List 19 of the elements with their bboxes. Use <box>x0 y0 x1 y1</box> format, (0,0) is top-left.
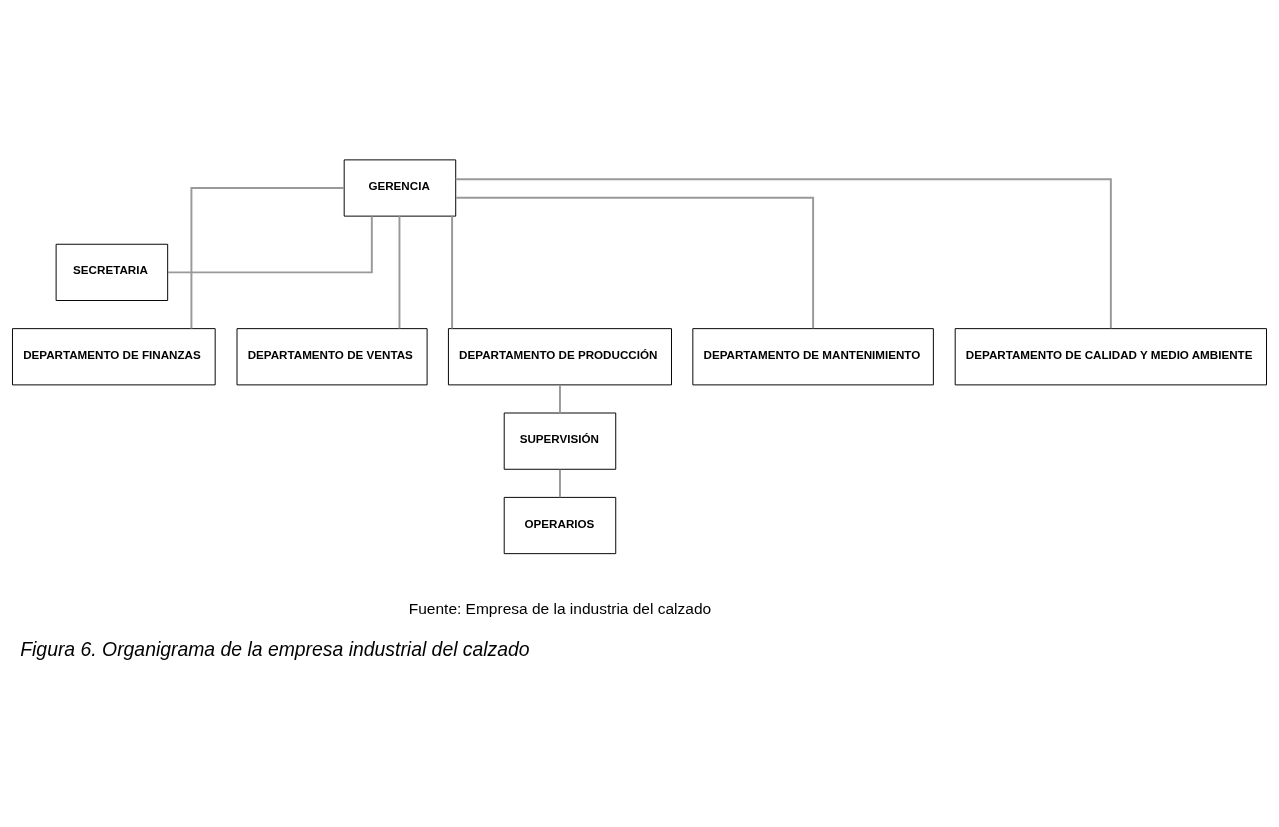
node-box: DEPARTAMENTO DE FINANZAS <box>12 328 216 386</box>
node-box: OPERARIOS <box>503 496 617 555</box>
connector <box>190 187 346 330</box>
node-box: GERENCIA <box>343 159 457 217</box>
node-box: DEPARTAMENTO DE CALIDAD Y MEDIO AMBIENTE <box>954 328 1267 386</box>
node-box: DEPARTAMENTO DE MANTENIMIENTO <box>692 328 934 386</box>
node-box: SUPERVISIÓN <box>503 412 617 470</box>
connector <box>398 215 401 330</box>
connector <box>451 215 454 330</box>
node-box: DEPARTAMENTO DE VENTAS <box>236 328 428 386</box>
node-box: SECRETARIA <box>55 243 169 301</box>
connector <box>559 384 561 414</box>
caption: Figura 6. Organigrama de la empresa industrial del calzado <box>20 638 530 661</box>
connector <box>454 178 1112 330</box>
connector <box>559 468 561 499</box>
connector <box>455 196 815 330</box>
node-box: DEPARTAMENTO DE PRODUCCIÓN <box>447 328 672 386</box>
label: Fuente: Empresa de la industria del calzado <box>408 599 712 617</box>
connector <box>167 215 373 274</box>
